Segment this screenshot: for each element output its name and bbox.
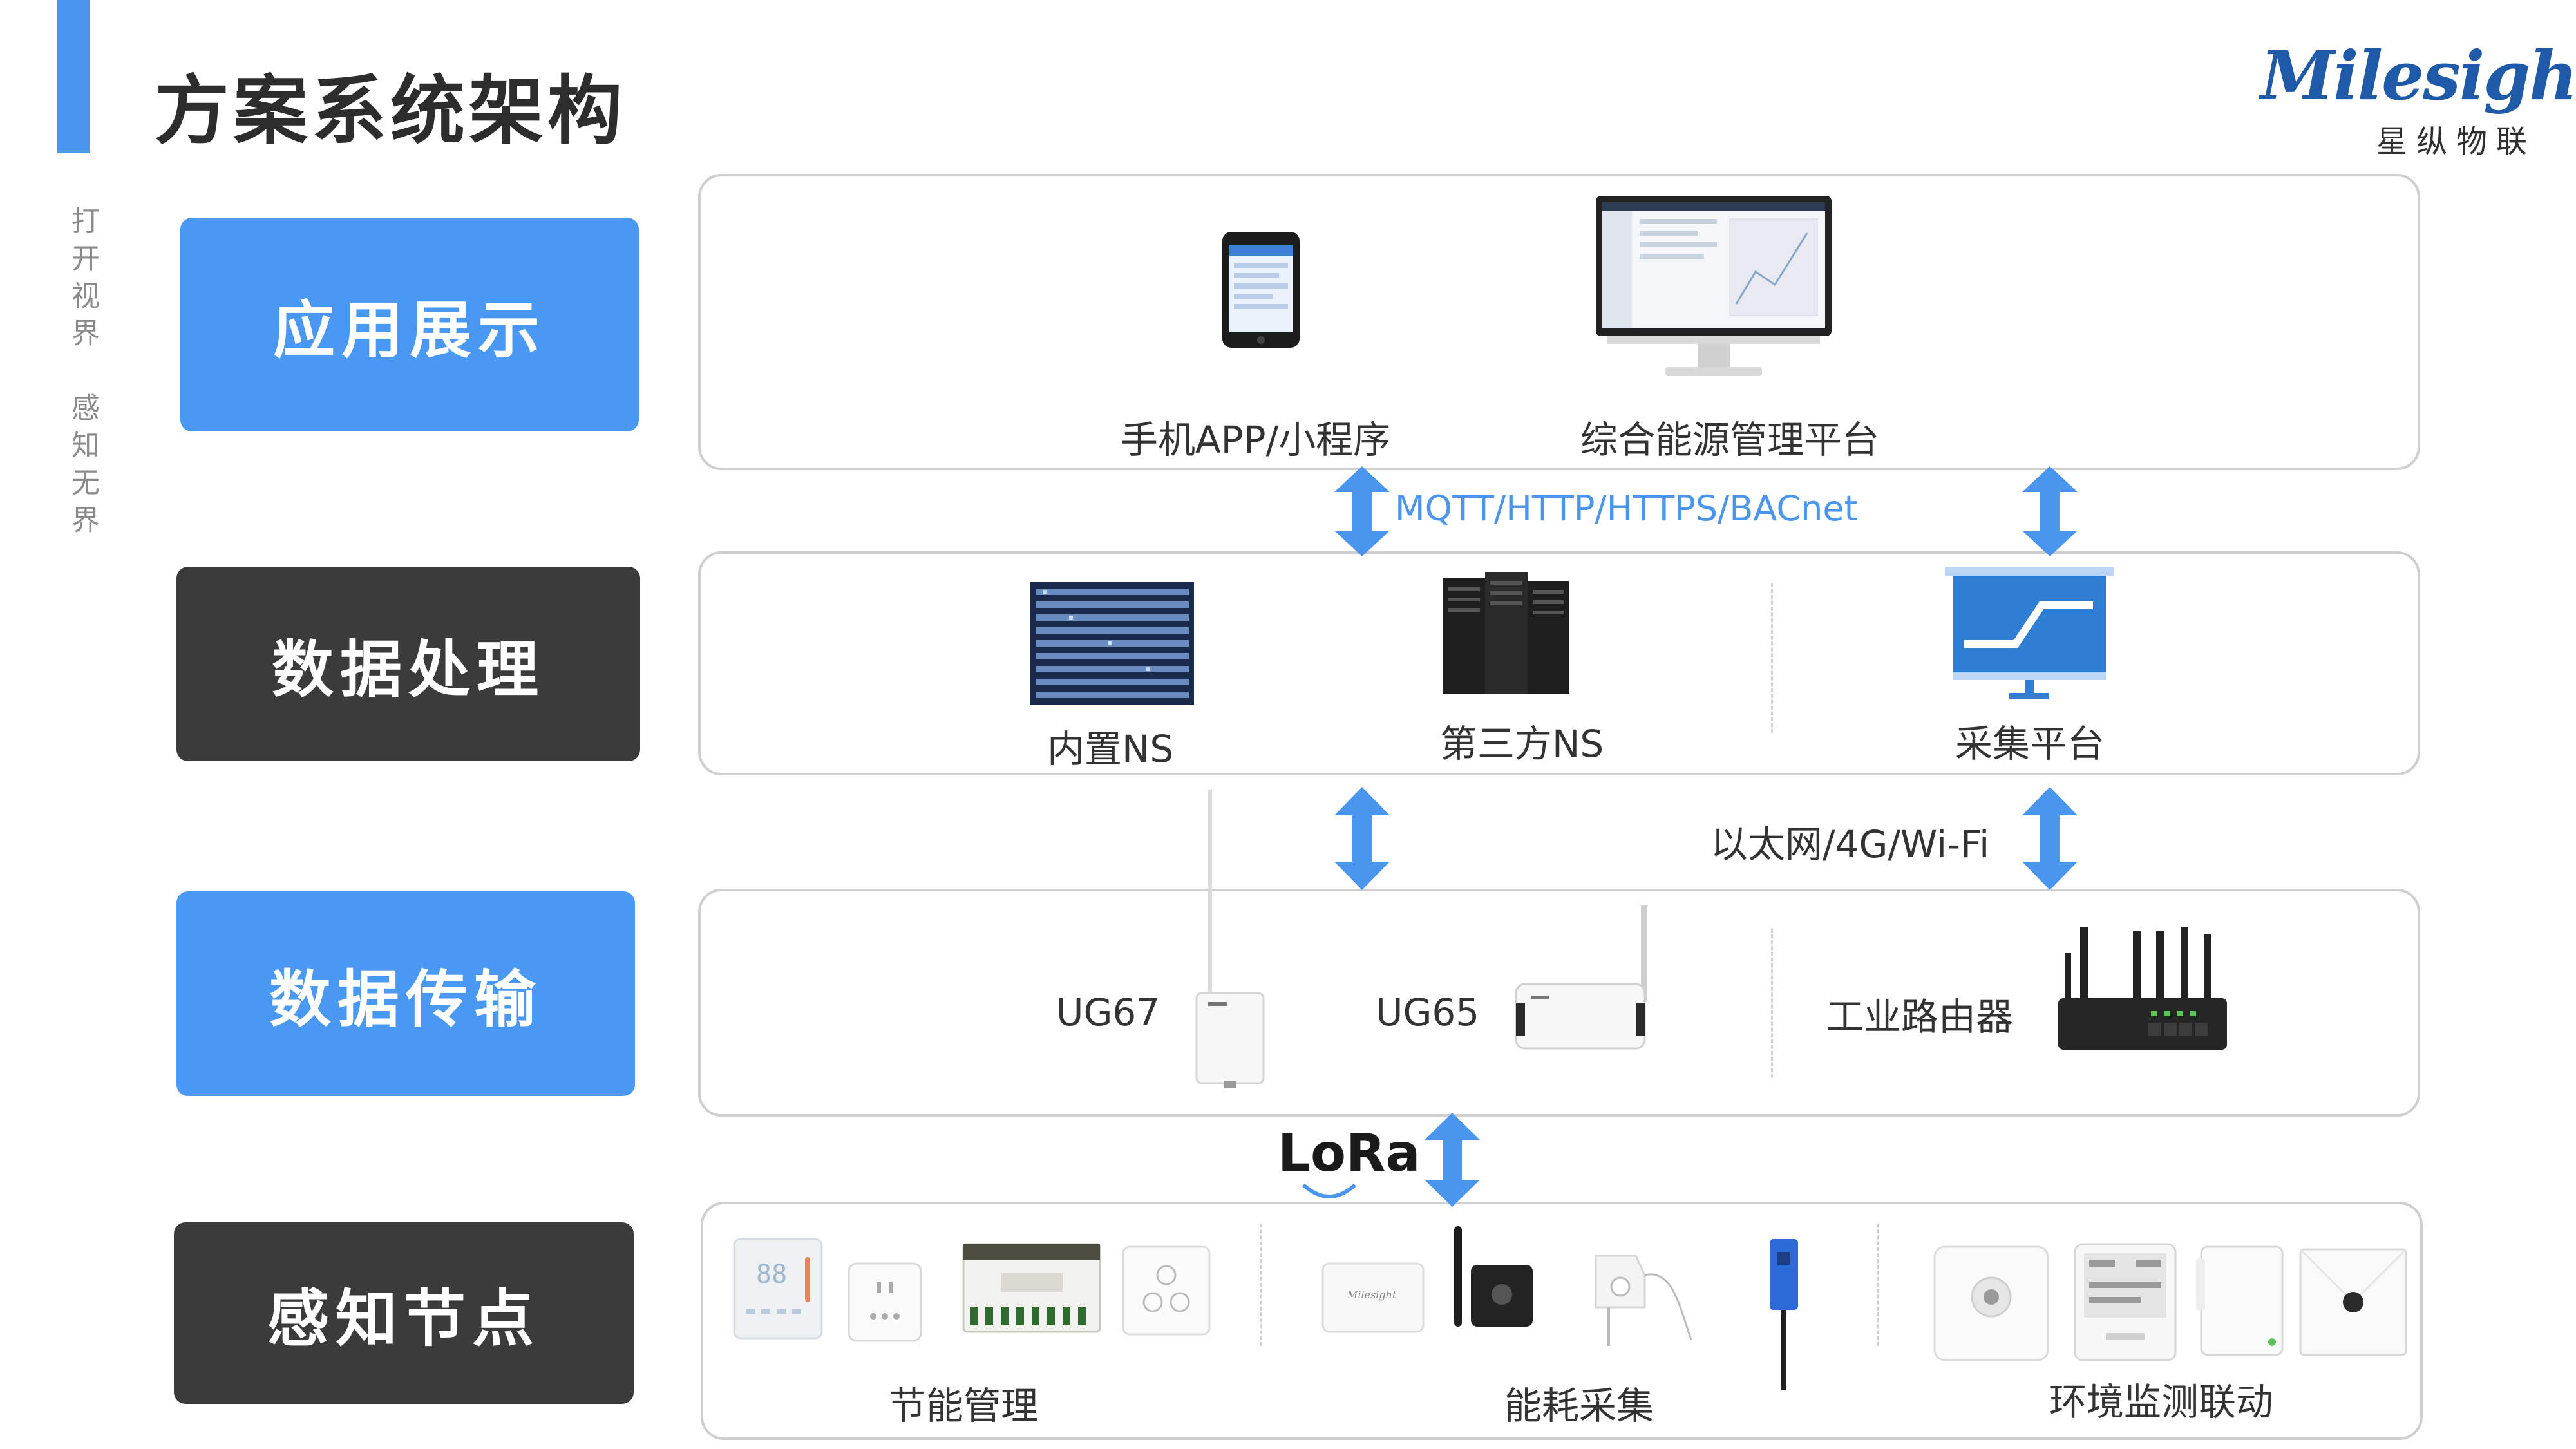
thermostat-icon: 88 (733, 1238, 823, 1340)
divider-processing (1771, 583, 1773, 733)
caption-environment-monitoring: 环境监测联动 (2049, 1380, 2274, 1424)
thermostat-reading: 88 (756, 1260, 787, 1289)
divider-transport (1771, 929, 1773, 1078)
page-title: 方案系统架构 (155, 68, 626, 155)
caption-third-party-ns: 第三方NS (1440, 722, 1604, 766)
phone-icon (1221, 231, 1301, 349)
ct-clamp-icon (1583, 1249, 1699, 1359)
arrow-app-processing-left (1334, 466, 1390, 556)
side-slogan-2: 感知无界 (66, 393, 99, 542)
caption-industrial-router: 工业路由器 (1826, 995, 2014, 1039)
meter-brand: Milesight (1347, 1289, 1397, 1301)
gateway-ug65-icon (1512, 905, 1660, 1054)
caption-energy-collection: 能耗采集 (1504, 1384, 1654, 1428)
arrow-app-processing-right (2022, 466, 2078, 556)
layer-label-processing: 数据处理 (176, 567, 640, 761)
switch-panel-icon (1122, 1245, 1211, 1336)
monitor-icon (1595, 194, 1833, 381)
controller-icon (962, 1243, 1101, 1333)
caption-energy-saving: 节能管理 (889, 1384, 1039, 1428)
link-network: 以太网/4G/Wi-Fi (1710, 822, 1990, 866)
layer-label-transport: 数据传输 (176, 891, 635, 1096)
divider-sensing-2 (1877, 1224, 1879, 1346)
lora-logo: LoRa (1278, 1123, 1421, 1183)
arrow-processing-transport-right (2022, 787, 2078, 890)
chart-screen-icon (1945, 567, 2114, 702)
layer-label-sensing: 感知节点 (174, 1222, 634, 1404)
arrow-transport-sensing (1425, 1113, 1480, 1207)
motion-sensor-icon (1933, 1245, 2049, 1361)
panel-app (698, 174, 2420, 470)
title-accent-bar (57, 0, 90, 153)
air-quality-display-icon (2074, 1243, 2177, 1361)
logo-subtitle: 星纵物联 (2376, 124, 2537, 160)
caption-collection-platform: 采集平台 (1955, 722, 2105, 766)
router-icon (2054, 927, 2231, 1056)
link-protocols: MQTT/HTTP/HTTPS/BACnet (1395, 488, 1858, 529)
caption-ug65: UG65 (1376, 990, 1480, 1034)
server-rack-icon (1030, 582, 1194, 705)
ambient-sensor-icon (2195, 1245, 2287, 1356)
wall-sensor-icon (2299, 1248, 2407, 1356)
divider-sensing-1 (1260, 1224, 1262, 1346)
caption-builtin-ns: 内置NS (1047, 727, 1174, 771)
server-tower-icon (1443, 572, 1571, 698)
caption-mobile-app: 手机APP/小程序 (1121, 418, 1391, 462)
probe-icon (1765, 1239, 1803, 1391)
milesight-logo: Milesight (2260, 36, 2576, 115)
lora-wave-icon (1291, 1182, 1368, 1204)
socket-icon (848, 1262, 922, 1342)
caption-energy-platform: 综合能源管理平台 (1580, 418, 1880, 462)
layer-label-app: 应用展示 (180, 218, 639, 431)
meter-icon: Milesight (1321, 1262, 1425, 1333)
antenna-sensor-icon (1445, 1226, 1535, 1329)
gateway-ug67-icon (1194, 790, 1266, 1090)
arrow-processing-transport-left (1334, 787, 1390, 890)
caption-ug67: UG67 (1056, 990, 1160, 1034)
side-slogan-1: 打开视界 (66, 206, 99, 355)
